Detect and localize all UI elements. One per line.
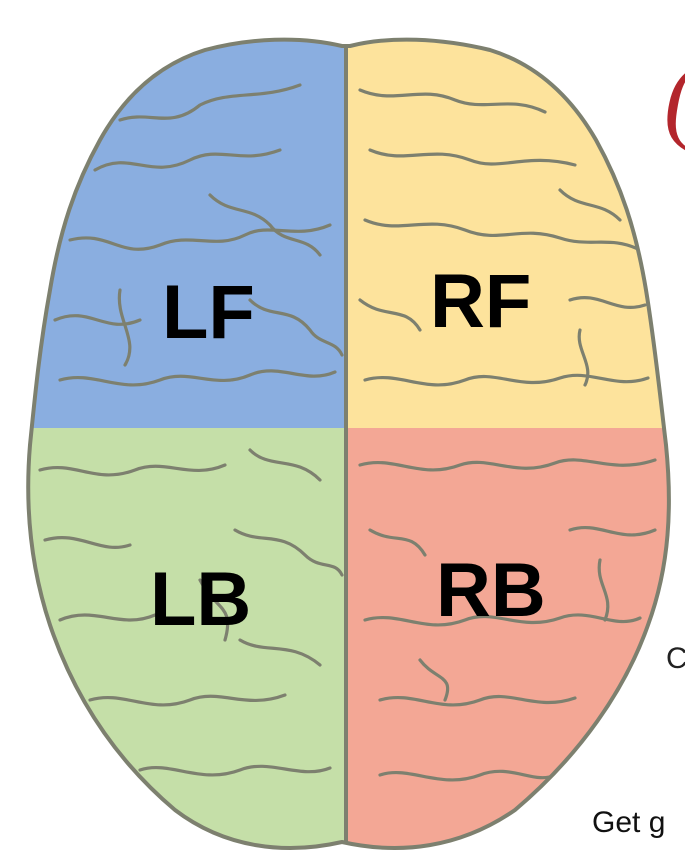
cropped-letter: C	[666, 644, 685, 674]
label-right-back: RB	[436, 553, 546, 629]
quadrant-right-front	[346, 0, 685, 428]
cropped-red-glyph: (	[664, 50, 685, 146]
quadrant-left-back	[0, 428, 346, 865]
label-left-front: LF	[162, 275, 255, 351]
label-right-front: RF	[430, 264, 531, 340]
quadrant-right-back	[346, 428, 685, 865]
label-left-back: LB	[150, 562, 251, 638]
cropped-text-line: Get g	[592, 808, 685, 838]
